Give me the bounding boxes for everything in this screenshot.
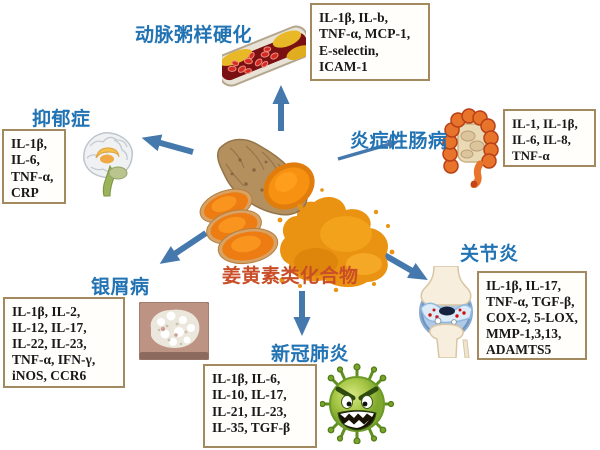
arrow-to-depression [141,134,194,155]
label-depression: 抑郁症 [32,109,91,130]
label-psoriasis: 银屑病 [91,277,150,298]
coronavirus-illustration [320,363,394,444]
markers-box-depression: IL-1β, IL-6, TNF-α, CRP [2,129,66,204]
artery-illustration [222,25,306,87]
label-covid: 新冠肺炎 [271,344,350,365]
markers-box-ibd: IL-1, IL-1β, IL-6, IL-8, TNF-α [503,109,596,167]
label-atherosclerosis: 动脉粥样硬化 [135,25,253,46]
markers-box-covid: IL-1β, IL-6, IL-10, IL-17, IL-21, IL-23,… [203,364,317,448]
psoriasis-skin-illustration [139,302,209,360]
label-curcumin-compounds: 姜黄素类化合物 [222,266,359,287]
label-arthritis: 关节炎 [460,244,519,265]
brain-illustration [83,132,133,197]
markers-box-arthritis: IL-1β, IL-17, TNF-α, TGF-β, COX-2, 5-LOX… [477,271,587,360]
intestine-illustration [442,108,499,188]
label-ibd: 炎症性肠病 [350,131,448,152]
knee-joint-illustration [419,266,473,358]
markers-box-psoriasis: IL-1β, IL-2, IL-12, IL-17, IL-22, IL-23,… [3,297,125,388]
markers-box-atherosclerosis: IL-1β, IL-b, TNF-α, MCP-1, E-selectin, I… [310,3,430,81]
turmeric-illustration [199,138,395,292]
